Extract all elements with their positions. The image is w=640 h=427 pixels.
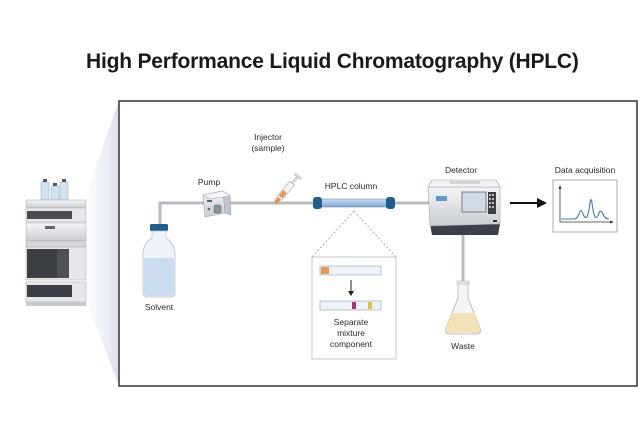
waste-label: Waste (451, 341, 475, 351)
separation-label-3: component (330, 339, 373, 349)
hplc-instrument-icon (25, 179, 87, 306)
injector-sample-label: (sample) (251, 143, 284, 153)
chromatogram-icon (552, 179, 618, 233)
detector-icon (427, 179, 501, 235)
separation-inset: Separate mixture component (311, 256, 397, 360)
pump-icon (202, 190, 232, 218)
sample-band-orange (321, 267, 329, 274)
detector-label: Detector (445, 165, 477, 175)
injector-label: Injector (254, 132, 282, 142)
syringe-icon (273, 172, 302, 205)
down-arrow-icon (348, 291, 354, 296)
hplc-column-label: HPLC column (325, 181, 378, 191)
pump-label: Pump (198, 177, 220, 187)
hplc-column-icon (313, 197, 395, 209)
solvent-bottle-icon (142, 224, 176, 298)
band-yellow (368, 302, 372, 309)
column-after-bar (319, 300, 382, 311)
band-magenta (352, 302, 356, 309)
zoom-fan (86, 100, 119, 386)
right-arrow-icon (510, 198, 547, 208)
chromatogram-trace (561, 198, 610, 220)
data-acquisition-label: Data acquisition (555, 165, 616, 175)
separation-label-1: Separate (334, 317, 369, 327)
waste-flask-icon (445, 280, 481, 335)
column-before-bar (319, 265, 382, 276)
diagram-title: High Performance Liquid Chromatography (… (86, 50, 579, 73)
solvent-label: Solvent (145, 302, 174, 312)
separation-label-2: mixture (337, 328, 365, 338)
